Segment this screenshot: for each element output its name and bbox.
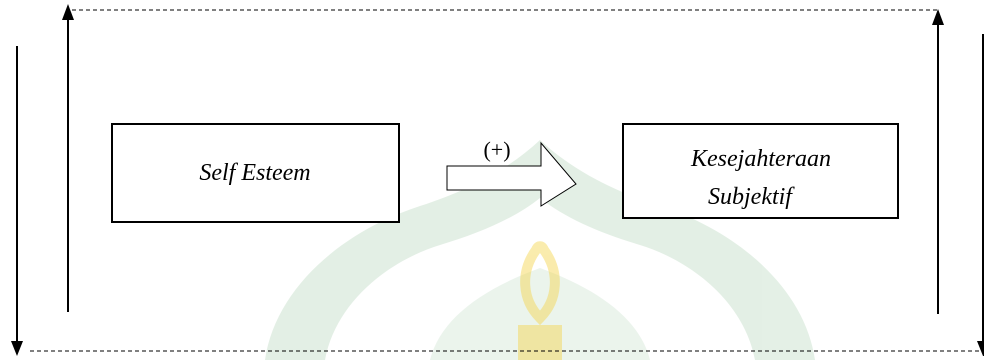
self-esteem-box: Self Esteem: [111, 123, 400, 223]
minaret-watermark-icon: [518, 241, 562, 360]
mosque-dome-watermark-icon: [265, 140, 815, 360]
outer-right-down-arrow: [977, 34, 984, 356]
self-esteem-label: Self Esteem: [199, 160, 310, 186]
kesejahteraan-subjektif-box: Kesejahteraan Subjektif: [622, 123, 899, 219]
kesejahteraan-label: Kesejahteraan: [690, 146, 831, 172]
positive-effect-arrow: (+): [446, 137, 577, 207]
inner-left-up-arrow: [62, 4, 74, 312]
subjektif-label: Subjektif: [708, 184, 795, 210]
inner-right-up-arrow: [932, 9, 944, 314]
outer-left-down-arrow: [11, 46, 23, 356]
positive-sign-label: (+): [483, 137, 510, 162]
